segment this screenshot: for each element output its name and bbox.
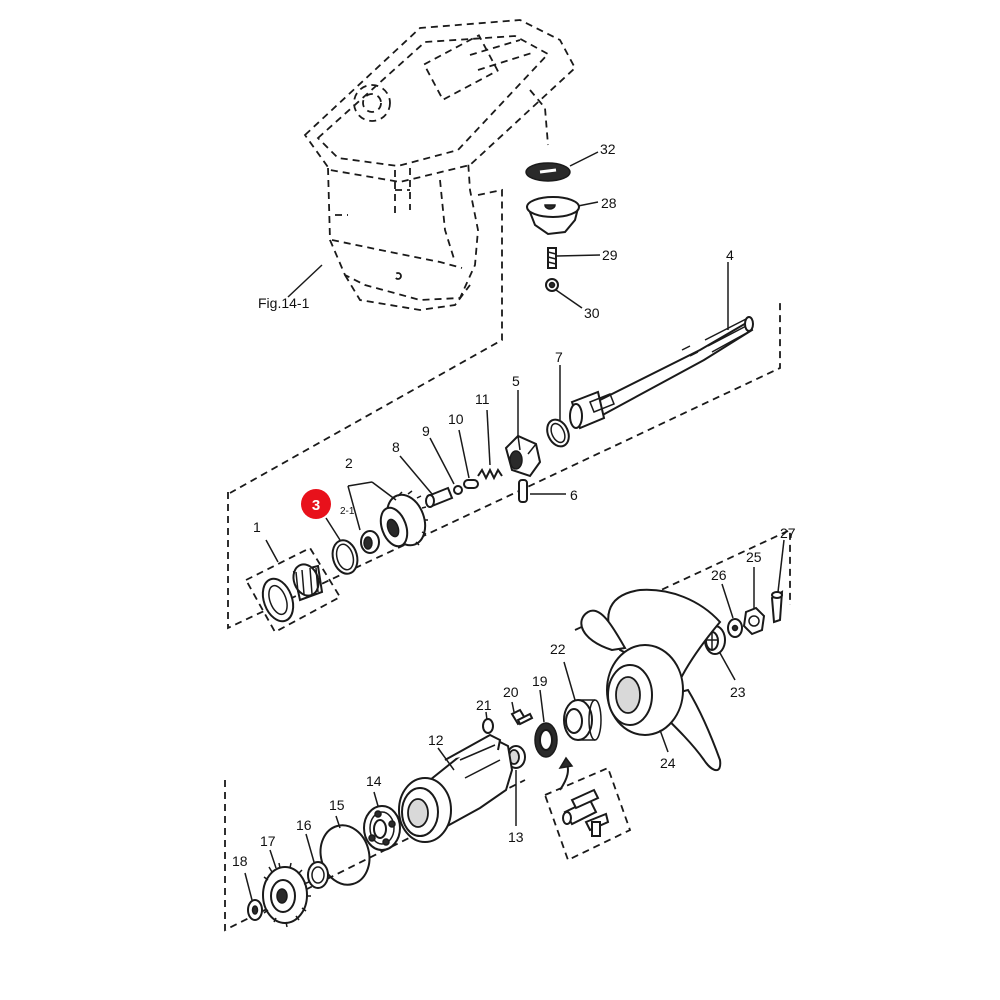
part-5-clutch (504, 390, 542, 478)
label-24: 24 (660, 755, 676, 771)
label-8: 8 (392, 439, 400, 455)
part-6-pin (518, 479, 566, 503)
label-10: 10 (448, 411, 464, 427)
part-26-washer (721, 583, 743, 638)
label-7: 7 (555, 349, 563, 365)
label-32: 32 (600, 141, 616, 157)
highlight-badge-circle (301, 489, 331, 519)
part-11-spring (477, 409, 503, 481)
label-1: 1 (253, 519, 261, 535)
label-15: 15 (329, 797, 345, 813)
part-2-forward-gear (347, 481, 428, 548)
highlight-badge-label: 3 (312, 497, 320, 514)
part-19-needle-bearing (534, 689, 574, 791)
part-9-ball (429, 437, 463, 495)
part-16-shim (305, 833, 329, 889)
gear-case-housing (303, 19, 577, 311)
label-5: 5 (512, 373, 520, 389)
label-4: 4 (726, 247, 734, 263)
label-12: 12 (428, 732, 444, 748)
label-13: 13 (508, 829, 524, 845)
label-20: 20 (503, 684, 519, 700)
part-22-thrust-washer (563, 661, 602, 741)
part-30-nut (545, 278, 583, 309)
part-29-screw (547, 247, 601, 269)
part-2-1-bush (360, 530, 380, 554)
label-19: 19 (532, 673, 548, 689)
part-32-gasket (525, 151, 599, 182)
label-16: 16 (296, 817, 312, 833)
label-2-1: 2-1 (340, 506, 355, 517)
part-13-sleeve (506, 745, 526, 826)
figure-reference-label: Fig.14-1 (258, 295, 310, 311)
label-6: 6 (570, 487, 578, 503)
part-8-plunger (399, 455, 454, 508)
label-29: 29 (602, 247, 618, 263)
label-22: 22 (550, 641, 566, 657)
label-30: 30 (584, 305, 600, 321)
sub-assembly-inset (543, 766, 632, 862)
part-1-bearing (244, 539, 342, 634)
part-7-clip (546, 365, 570, 448)
part-24-propeller (580, 588, 722, 772)
part-4-propeller-shaft (569, 262, 754, 430)
housing-leader-2 (529, 89, 549, 146)
part-12-shaft-housing (398, 733, 514, 843)
label-14: 14 (366, 773, 382, 789)
housing-leader (229, 188, 503, 494)
label-25: 25 (746, 549, 762, 565)
part-14-ball-bearing (363, 791, 401, 851)
part-17-reverse-gear (262, 849, 311, 928)
label-28: 28 (601, 195, 617, 211)
highlight-badge-3[interactable]: 3 (301, 489, 331, 519)
middle-assembly-frame (227, 300, 781, 630)
figref-leader (287, 264, 323, 298)
part-27-cotter-pin (770, 539, 785, 624)
part-10-pin (458, 429, 479, 489)
label-27: 27 (780, 525, 796, 541)
label-11: 11 (475, 391, 490, 407)
label-21: 21 (476, 697, 492, 713)
part-15-o-ring (319, 815, 371, 886)
label-18: 18 (232, 853, 248, 869)
label-17: 17 (260, 833, 276, 849)
label-2: 2 (345, 455, 353, 471)
label-23: 23 (730, 684, 746, 700)
part-18-washer (244, 872, 263, 921)
part-3-shim (325, 517, 359, 575)
part-21-washer (482, 711, 494, 734)
label-26: 26 (711, 567, 727, 583)
part-25-nut (742, 567, 766, 636)
part-20-bolt (510, 701, 534, 726)
label-9: 9 (422, 423, 430, 439)
part-28-cover (526, 196, 599, 236)
